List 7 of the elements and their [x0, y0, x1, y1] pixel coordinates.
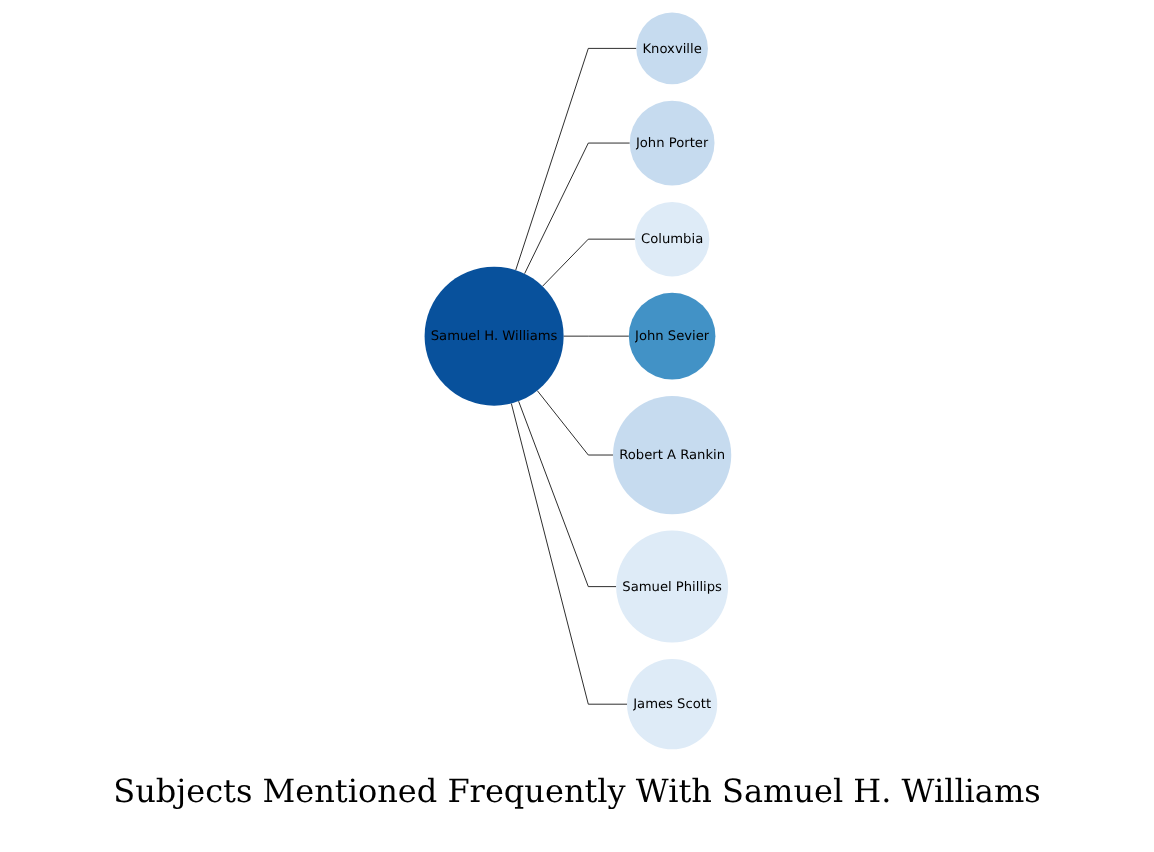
connector — [535, 389, 613, 455]
connector — [517, 399, 616, 587]
diagram-caption: Subjects Mentioned Frequently With Samuel H. Williams — [113, 772, 1041, 810]
connector — [523, 141, 630, 274]
connector — [514, 47, 636, 270]
connector — [541, 237, 635, 286]
connector — [510, 402, 627, 704]
